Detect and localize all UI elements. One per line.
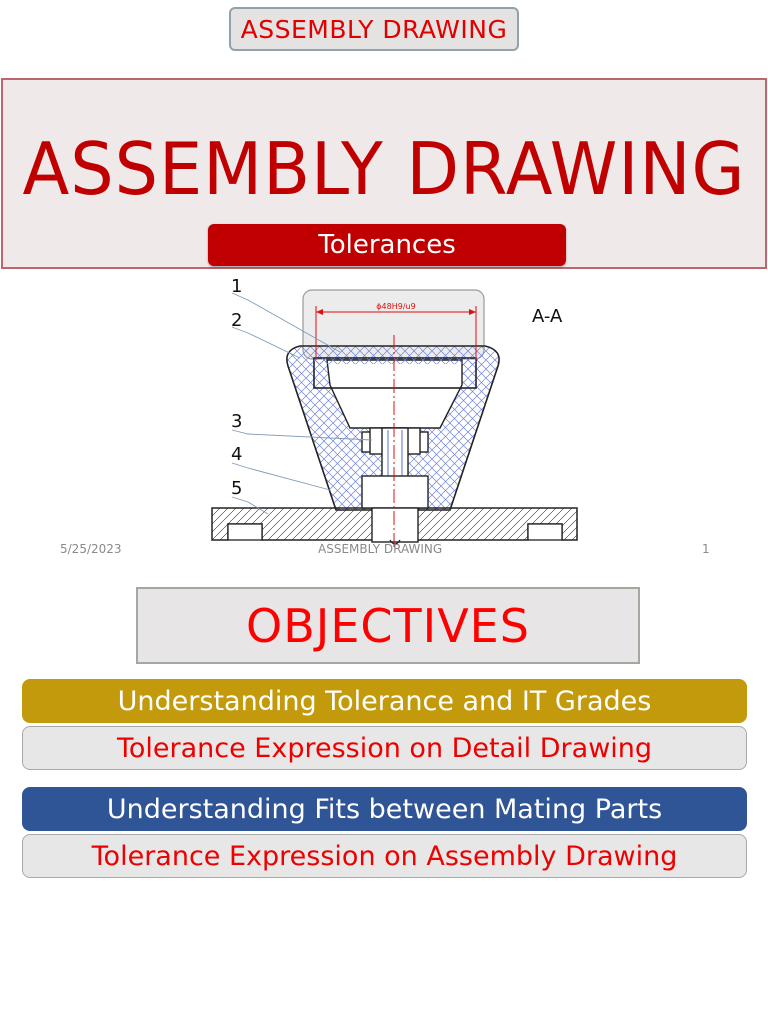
footer-title: ASSEMBLY DRAWING — [318, 542, 443, 556]
part-number-1: 1 — [231, 276, 242, 297]
header-tag: ASSEMBLY DRAWING — [229, 7, 519, 51]
objective-item-3-label: Understanding Fits between Mating Parts — [106, 793, 663, 825]
objective-item-4-label: Tolerance Expression on Assembly Drawing — [91, 840, 678, 872]
objective-item-1-label: Understanding Tolerance and IT Grades — [117, 685, 652, 717]
footer-page-number: 1 — [702, 542, 710, 556]
objective-item-4: Tolerance Expression on Assembly Drawing — [22, 834, 747, 878]
hero-title: ASSEMBLY DRAWING — [22, 127, 746, 211]
objectives-heading-box: OBJECTIVES — [136, 587, 640, 664]
header-tag-label: ASSEMBLY DRAWING — [240, 14, 508, 44]
objectives-heading: OBJECTIVES — [246, 598, 530, 653]
dimension-label: ϕ48H9/u9 — [376, 302, 415, 311]
hero-subtitle: Tolerances — [318, 230, 456, 260]
objective-item-2-label: Tolerance Expression on Detail Drawing — [116, 732, 653, 764]
part-number-3: 3 — [231, 411, 242, 432]
assembly-section-drawing: ϕ48H9/u9 A-A 1 2 3 4 5 — [211, 276, 578, 548]
objective-item-2: Tolerance Expression on Detail Drawing — [22, 726, 747, 770]
part-number-2: 2 — [231, 310, 242, 331]
part-number-4: 4 — [231, 444, 242, 465]
hero-subtitle-badge: Tolerances — [208, 224, 566, 266]
footer-date: 5/25/2023 — [60, 542, 122, 556]
objective-item-3: Understanding Fits between Mating Parts — [22, 787, 747, 831]
section-label: A-A — [532, 306, 563, 327]
objective-item-1: Understanding Tolerance and IT Grades — [22, 679, 747, 723]
part-number-5: 5 — [231, 478, 242, 499]
